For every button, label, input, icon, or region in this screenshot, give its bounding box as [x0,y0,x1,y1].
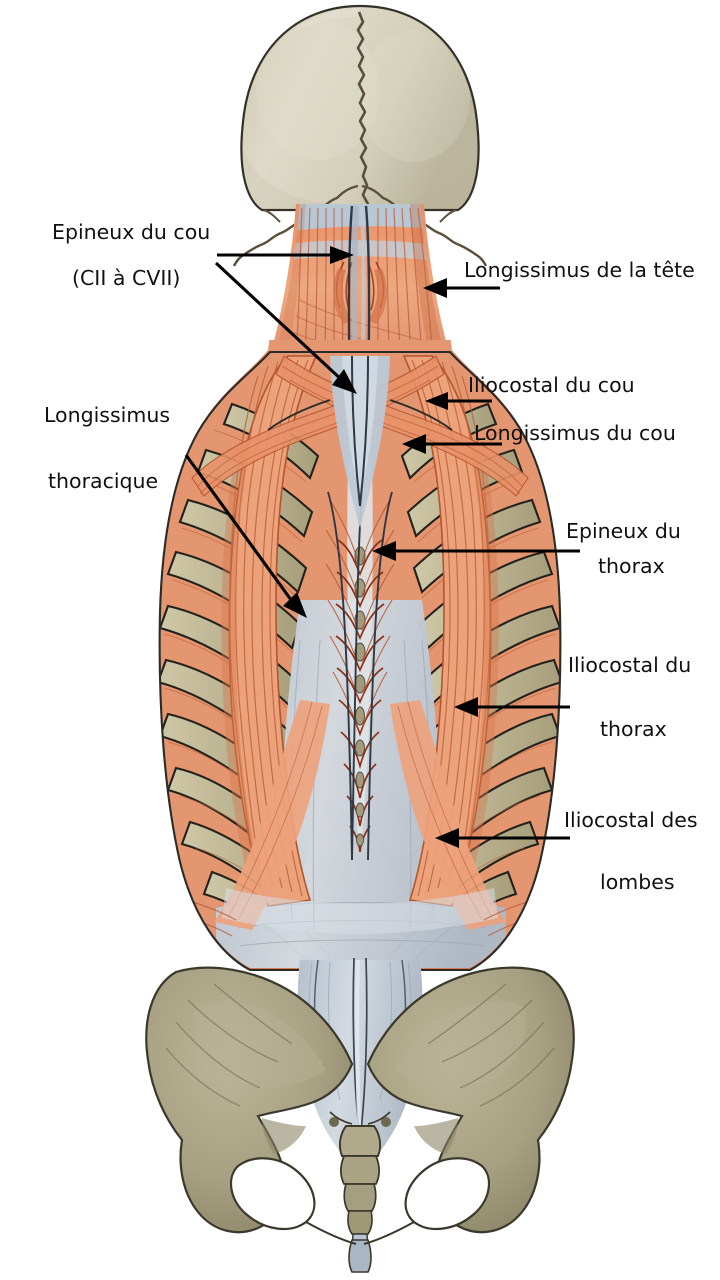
torso-region [158,340,562,972]
label-epineux-du-thorax-line2: thorax [598,554,665,578]
label-iliocostal-du-thorax-line2: thorax [600,717,667,741]
sacrum-coccyx [329,1111,391,1268]
label-epineux-du-cou-line2: (CII à CVII) [72,266,181,290]
leader-longissimus-thoracique [184,454,307,618]
lambdoid-suture-right [361,184,488,267]
label-iliocostal-du-thorax-line1: Iliocostal du [568,653,692,677]
leader-longissimus-du-cou [402,434,502,454]
label-epineux-du-cou-line1: Epineux du cou [52,220,211,244]
pelvis-region [145,966,575,1273]
label-iliocostal-des-lombes-line2: lombes [600,870,675,894]
leader-iliocostal-du-cou [425,392,492,410]
sagittal-suture [356,11,371,240]
label-epineux-du-thorax-line1: Epineux du [566,519,681,543]
leader-epineux-du-cou-a [217,246,354,264]
label-longissimus-thoracique-line2: thoracique [48,469,159,493]
label-iliocostal-du-cou: Iliocostal du cou [468,373,635,397]
label-longissimus-du-cou: Longissimus du cou [474,421,676,445]
label-longissimus-de-la-tete: Longissimus de la tête [464,258,695,282]
leader-epineux-du-thorax [372,541,580,561]
spinalis-thoracis [325,355,395,861]
leader-arrows [184,246,580,848]
skull-region [232,4,488,267]
leader-epineux-du-cou-b [214,261,357,394]
neck-region [270,204,450,501]
leader-longissimus-de-la-tete [423,278,500,298]
label-longissimus-thoracique-line1: Longissimus [44,403,171,427]
leader-iliocostal-des-lombes [435,828,570,848]
leader-iliocostal-du-thorax [454,697,570,717]
lambdoid-suture-left [232,184,359,267]
label-iliocostal-des-lombes-line1: Iliocostal des [564,808,698,832]
